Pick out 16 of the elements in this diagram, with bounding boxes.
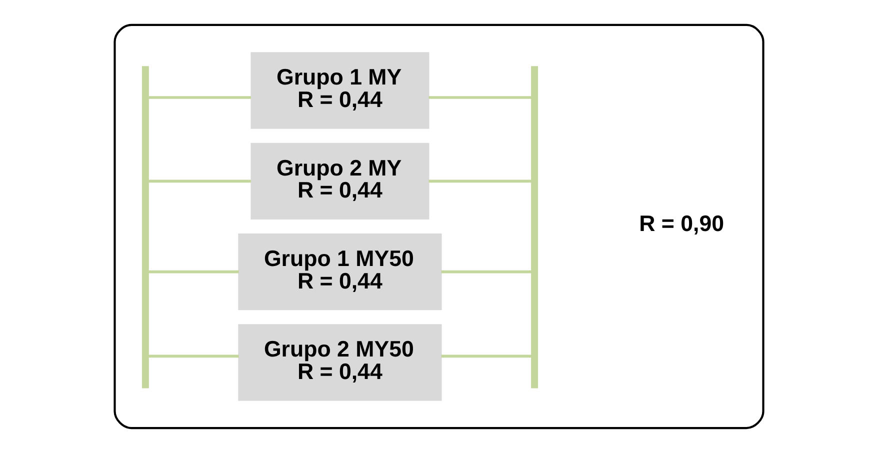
connector <box>148 270 238 274</box>
connector <box>148 354 238 358</box>
node-bar <box>530 66 538 388</box>
connector <box>428 180 531 183</box>
connector <box>440 354 531 358</box>
connector <box>440 270 531 274</box>
node-bar <box>141 66 148 388</box>
label: R = 0,90 <box>638 211 724 236</box>
cluster <box>113 24 764 430</box>
connector <box>148 180 250 183</box>
node-box: Grupo 2 MY50 R = 0,44 <box>238 324 442 401</box>
node-box: Grupo 2 MY R = 0,44 <box>250 142 429 220</box>
connector <box>428 96 531 99</box>
connector <box>148 96 250 99</box>
node-box: Grupo 1 MY50 R = 0,44 <box>238 233 442 310</box>
node-box: Grupo 1 MY R = 0,44 <box>250 52 429 129</box>
